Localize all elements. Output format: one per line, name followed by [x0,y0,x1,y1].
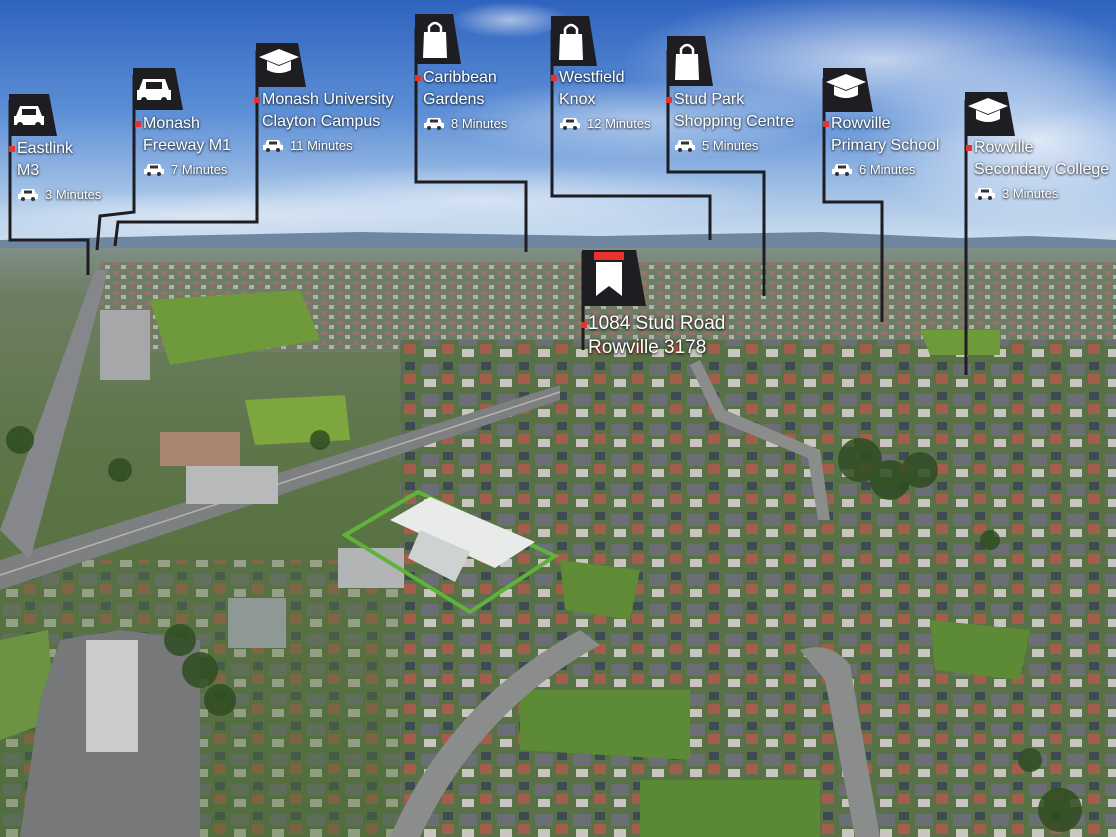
poi-travel-time: 11 Minutes [262,136,394,156]
property-address: 1084 Stud Road Rowville 3178 [581,312,726,360]
poi-name-line2: Gardens [423,91,485,108]
car-icon [674,138,696,152]
callout-line-eastlink [8,100,90,275]
poi-travel-time: 6 Minutes [831,160,939,180]
car-icon [262,138,284,152]
callout-line-stud-park [666,50,766,296]
poi-name-line1: Rowville [974,139,1034,156]
callout-line-westfield-knox [550,30,712,240]
car-icon [974,186,996,200]
poi-time-text: 11 Minutes [290,138,353,153]
poi-stud-park: Stud Park Shopping Centre 5 Minutes [666,89,795,156]
marker-dot [823,121,829,127]
marker-dot [9,146,15,152]
poi-rowville-secondary: Rowville Secondary College 3 Minutes [966,137,1110,204]
shopping-bag-icon [667,36,713,86]
marker-dot [551,75,557,81]
poi-name-line1: Caribbean [423,69,497,86]
car-icon [133,68,183,110]
marker-dot [254,97,260,103]
poi-travel-time: 8 Minutes [423,114,507,134]
poi-travel-time: 5 Minutes [674,136,794,156]
poi-time-text: 3 Minutes [1002,186,1059,201]
poi-name-line2: Knox [559,91,596,108]
car-icon [559,116,581,130]
poi-name-line2: Primary School [831,137,940,154]
poi-monash-freeway: Monash Freeway M1 7 Minutes [135,113,232,180]
poi-name-line2: Freeway M1 [143,137,232,154]
poi-westfield-knox: Westfield Knox 12 Minutes [551,67,651,134]
marker-dot [966,145,972,151]
marker-dot [135,121,141,127]
poi-name-line1: Monash University [262,91,394,108]
poi-time-text: 7 Minutes [171,162,228,177]
car-icon [831,162,853,176]
poi-name-line2: Secondary College [974,161,1110,178]
poi-time-text: 8 Minutes [451,116,508,131]
graduation-cap-icon [965,92,1015,136]
poi-name-line2: Shopping Centre [674,113,795,130]
poi-monash-university: Monash University Clayton Campus 11 Minu… [254,89,394,156]
marker-dot [581,322,587,328]
car-icon [17,187,39,201]
car-icon [423,116,445,130]
poi-time-text: 5 Minutes [702,138,759,153]
poi-name-line1: Stud Park [674,91,745,108]
callout-line-rowville-primary [822,78,884,322]
marker-dot [666,97,672,103]
callout-line-monash-freeway [95,75,136,251]
address-line1: 1084 Stud Road [588,313,726,334]
poi-rowville-primary: Rowville Primary School 6 Minutes [823,113,940,180]
graduation-cap-icon [823,68,873,112]
callout-line-caribbean-gardens [414,28,528,252]
poi-eastlink: Eastlink M3 3 Minutes [9,138,101,205]
poi-name-line1: Rowville [831,115,891,132]
poi-name-line1: Westfield [559,69,625,86]
poi-travel-time: 7 Minutes [143,160,231,180]
address-line2: Rowville 3178 [588,337,707,358]
poi-name-line1: Eastlink [17,140,74,157]
poi-travel-time: 12 Minutes [559,114,651,134]
poi-caribbean-gardens: Caribbean Gardens 8 Minutes [415,67,507,134]
poi-time-text: 12 Minutes [587,116,651,131]
poi-time-text: 3 Minutes [45,187,102,202]
property-bookmark-icon [582,250,646,306]
shopping-bag-icon [551,16,597,66]
car-icon [9,94,57,136]
car-icon [143,162,165,176]
poi-name-line1: Monash [143,115,200,132]
poi-travel-time: 3 Minutes [974,184,1109,204]
poi-name-line2: Clayton Campus [262,113,381,130]
poi-name-line2: M3 [17,162,40,179]
graduation-cap-icon [256,43,306,87]
poi-travel-time: 3 Minutes [17,185,101,205]
shopping-bag-icon [415,14,461,64]
callout-line-monash-university [113,50,259,247]
marker-dot [415,75,421,81]
poi-time-text: 6 Minutes [859,162,916,177]
